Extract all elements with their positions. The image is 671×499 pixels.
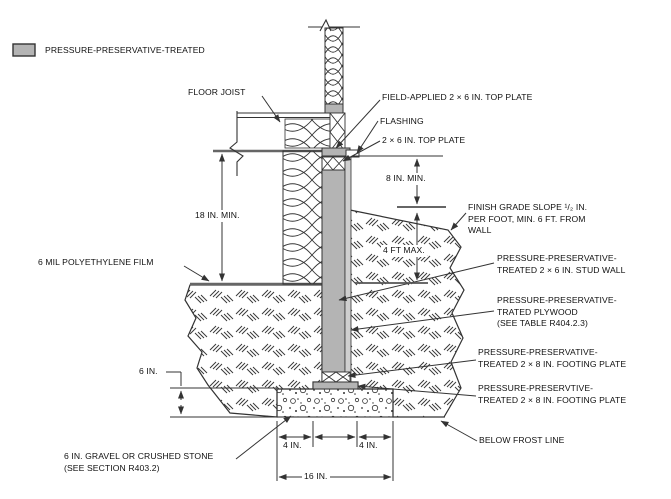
footing-upper-leader — [347, 359, 477, 379]
dim-18in-min: 18 IN. MIN. — [193, 210, 242, 222]
top-plate-leader — [342, 140, 381, 162]
floor-joist-leader — [261, 95, 281, 123]
dim-4ft-max: 4 FT MAX. — [381, 245, 427, 257]
finish-grade-line2: PER FOOT, MIN. 6 FT. FROM — [468, 213, 586, 224]
upper-wall-plate — [324, 103, 344, 114]
stud-wall — [321, 169, 346, 373]
dim-4in-left: 4 IN. — [283, 440, 302, 450]
stud-wall-line2: TREATED 2 × 6 IN. STUD WALL — [497, 264, 626, 275]
below-frost-leader — [440, 420, 478, 442]
upper-wall-insulation — [324, 27, 344, 113]
legend-label: PRESSURE-PRESERVATIVE-TREATED — [45, 45, 205, 55]
footing-lower-leader — [357, 383, 477, 397]
field-applied-top-plate-label: FIELD-APPLIED 2 × 6 IN. TOP PLATE — [382, 92, 533, 102]
poly-film-label: 6 MIL POLYETHYLENE FILM — [38, 257, 154, 267]
flashing-leader — [356, 120, 379, 154]
finish-grade-leader — [450, 212, 467, 231]
top-plate-2x6 — [321, 156, 346, 171]
leader-lines — [183, 95, 495, 460]
gravel-note-line2: (SEE SECTION R403.2) — [64, 462, 160, 473]
gravel-note-label: 6 IN. GRAVEL OR CRUSHED STONE (SEE SECTI… — [64, 451, 213, 474]
below-frost-line-label: BELOW FROST LINE — [479, 435, 565, 445]
stud-wall-label: PRESSURE-PRESERVATIVE- TREATED 2 × 6 IN.… — [497, 253, 626, 276]
finish-grade-line3: WALL — [468, 225, 492, 235]
gravel-bed — [276, 388, 394, 418]
dim-4in-right: 4 IN. — [359, 440, 378, 450]
footing-upper-line2: TREATED 2 × 8 IN. FOOTING PLATE — [478, 358, 627, 369]
soil-right — [349, 209, 465, 418]
top-plate-label: 2 × 6 IN. TOP PLATE — [382, 135, 466, 145]
finish-grade-label: FINISH GRADE SLOPE ¹/₂ IN. PER FOOT, MIN… — [468, 202, 587, 237]
plywood-label: PRESSURE-PRESERVATIVE- TRATED PLYWOOD (S… — [497, 295, 617, 330]
gravel-note-leader — [235, 415, 292, 460]
plywood-line1: PRESSURE-PRESERVATIVE- — [497, 295, 617, 305]
treated-plywood — [344, 156, 352, 383]
plywood-leader — [350, 310, 495, 332]
floor-joist-label: FLOOR JOIST — [188, 87, 246, 97]
interior-wall-insulation — [282, 150, 323, 285]
footing-plate-upper — [321, 371, 351, 383]
footing-plate-lower-label: PRESSURE-PRESERVTIVE- TREATED 2 × 8 IN. … — [478, 383, 626, 406]
flashing-label: FLASHING — [380, 116, 424, 126]
dim-8in-min: 8 IN. MIN. — [384, 173, 428, 185]
finish-grade-line1: FINISH GRADE SLOPE ¹/₂ IN. — [468, 202, 588, 212]
footing-lower-line1: PRESSURE-PRESERVTIVE- — [478, 383, 594, 393]
footing-lower-line2: TREATED 2 × 8 IN. FOOTING PLATE — [478, 394, 627, 405]
legend-swatch — [12, 43, 36, 57]
rim-blocking — [329, 112, 346, 152]
stud-wall-line1: PRESSURE-PRESERVATIVE- — [497, 253, 617, 263]
dimension-graphics — [166, 153, 446, 481]
dim-16in: 16 IN. — [302, 471, 330, 483]
stud-wall-leader — [338, 262, 495, 302]
footing-plate-upper-label: PRESSURE-PRESERVATIVE- TREATED 2 × 8 IN.… — [478, 347, 626, 370]
joist-break-symbol — [229, 111, 244, 176]
gravel-note-line1: 6 IN. GRAVEL OR CRUSHED STONE — [64, 451, 214, 461]
dim-6in: 6 IN. — [139, 366, 158, 376]
poly-film-leader — [183, 265, 210, 282]
joist-cavity-insulation — [284, 118, 331, 149]
footing-plate-lower — [312, 381, 359, 390]
flashing-piece — [345, 149, 360, 158]
plywood-line3: (SEE TABLE R404.2.3) — [497, 318, 589, 328]
footing-upper-line1: PRESSURE-PRESERVATIVE- — [478, 347, 598, 357]
plywood-line2: TRATED PLYWOOD — [497, 306, 578, 317]
field-applied-plate-leader — [335, 99, 381, 149]
